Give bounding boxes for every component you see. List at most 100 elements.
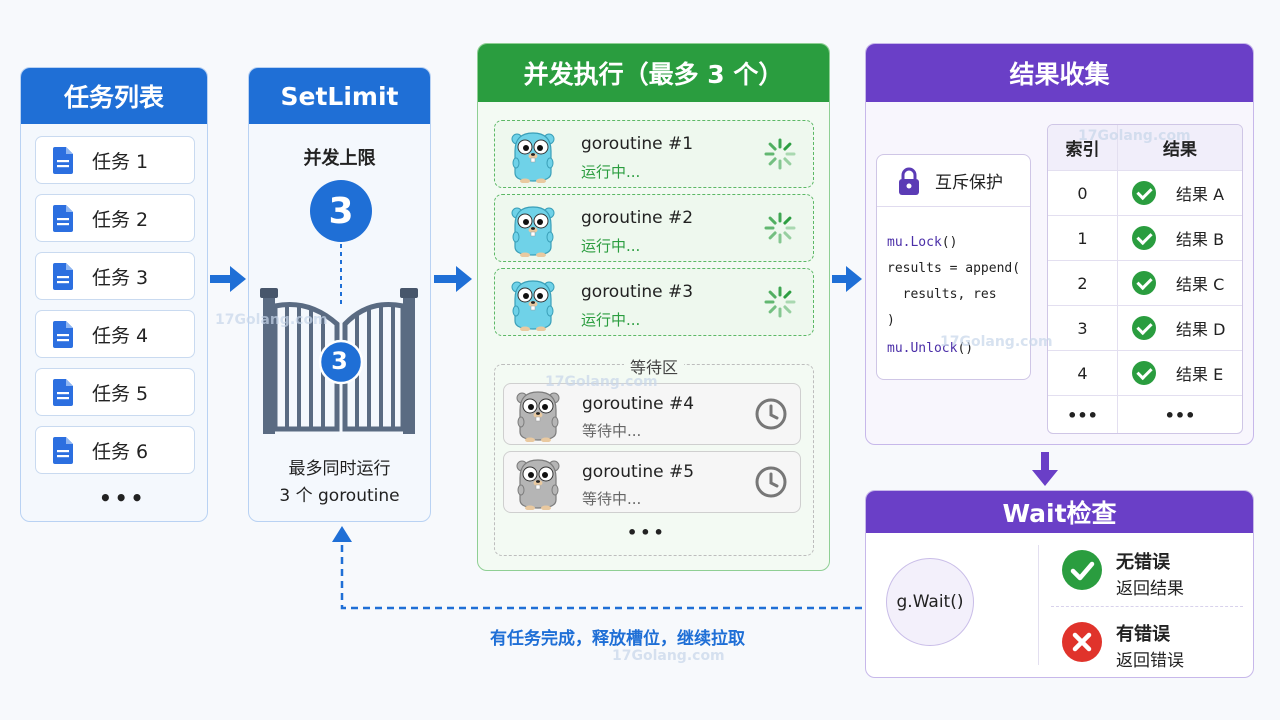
goroutine-card-waiting: goroutine #5 等待中...	[503, 451, 801, 513]
check-icon	[1132, 181, 1156, 205]
check-icon	[1132, 226, 1156, 250]
goroutine-name: goroutine #4	[582, 394, 695, 414]
arrow-tasks-to-limit	[210, 266, 246, 292]
document-icon	[52, 262, 74, 290]
code-line-2: results = append(	[887, 261, 1021, 276]
divider	[1038, 545, 1039, 665]
goroutine-name: goroutine #3	[581, 282, 694, 302]
wait-check-panel: Wait检查 g.Wait() 无错误 返回结果 有错误 返回错误	[865, 490, 1254, 678]
row-index: 4	[1048, 351, 1118, 395]
row-index: 0	[1048, 171, 1118, 215]
row-result: 结果 D	[1176, 320, 1226, 339]
watermark: 17Golang.com	[545, 374, 658, 390]
limit-badge: 3	[310, 180, 372, 242]
row-index: 1	[1048, 216, 1118, 260]
wait-zone-label: 等待区	[623, 358, 684, 377]
gate-icon	[260, 244, 418, 434]
arrow-limit-to-exec	[434, 266, 472, 292]
task-label: 任务 2	[92, 208, 149, 231]
limit-value: 3	[328, 190, 354, 232]
wait-zone: 等待区 goroutine #4 等待中... goroutine #5 等待中...…	[494, 358, 814, 556]
row-result-cell: 结果 A	[1118, 171, 1242, 215]
divider	[1051, 606, 1243, 607]
document-icon	[52, 378, 74, 406]
task-item: 任务 1	[35, 136, 195, 184]
table-row: 1 结果 B	[1048, 215, 1242, 260]
header-result: 结果	[1163, 140, 1197, 160]
gopher-icon	[516, 456, 560, 514]
watermark: 17Golang.com	[940, 334, 1053, 350]
header-index: 索引	[1048, 125, 1118, 170]
setlimit-panel: SetLimit 并发上限 3 3 最多同时运行 3 个 goroutine	[248, 67, 431, 522]
task-item: 任务 5	[35, 368, 195, 416]
check-icon	[1132, 271, 1156, 295]
spinner-icon	[763, 285, 797, 323]
ok-title: 无错误	[1116, 552, 1170, 573]
more-result: •••	[1164, 406, 1196, 425]
goroutine-status: 等待中...	[582, 422, 642, 440]
row-result-cell: 结果 B	[1118, 216, 1242, 260]
table-row: 0 结果 A	[1048, 170, 1242, 215]
results-table-more-row: ••• •••	[1048, 395, 1242, 433]
check-icon	[1132, 361, 1156, 385]
task-item: 任务 3	[35, 252, 195, 300]
gate-value: 3	[331, 347, 348, 375]
mutex-title: 互斥保护	[935, 173, 1003, 193]
clock-icon	[754, 465, 788, 503]
row-result: 结果 A	[1176, 185, 1225, 204]
wait-zone-more: •••	[627, 523, 667, 542]
clock-icon	[754, 397, 788, 435]
goroutine-card-waiting: goroutine #4 等待中...	[503, 383, 801, 445]
gopher-icon	[516, 388, 560, 446]
goroutine-card-running: goroutine #2 运行中...	[494, 194, 814, 262]
task-item: 任务 2	[35, 194, 195, 242]
goroutine-status: 运行中...	[581, 311, 641, 329]
task-label: 任务 3	[92, 266, 149, 289]
arrow-results-to-wait	[1032, 452, 1058, 486]
ok-desc: 返回结果	[1116, 579, 1184, 599]
results-table-header: 索引 结果	[1048, 125, 1242, 170]
row-index: 2	[1048, 261, 1118, 305]
code-line-5: mu.Unlock()	[887, 341, 974, 356]
feedback-arrowhead	[332, 526, 352, 542]
task-item: 任务 6	[35, 426, 195, 474]
goroutine-status: 等待中...	[582, 490, 642, 508]
document-icon	[52, 204, 74, 232]
spinner-icon	[763, 211, 797, 249]
goroutine-name: goroutine #5	[582, 462, 695, 482]
check-icon	[1132, 316, 1156, 340]
row-result-cell: 结果 E	[1118, 351, 1242, 395]
exec-title: 并发执行（最多 3 个）	[478, 44, 829, 102]
goroutine-name: goroutine #2	[581, 208, 694, 228]
task-label: 任务 6	[92, 440, 149, 463]
row-result-cell: 结果 D	[1118, 306, 1242, 350]
row-result: 结果 C	[1176, 275, 1225, 294]
wait-call: g.Wait()	[886, 558, 974, 646]
goroutine-status: 运行中...	[581, 237, 641, 255]
arrow-exec-to-results	[832, 266, 862, 292]
more-index: •••	[1048, 396, 1118, 433]
task-list-title: 任务列表	[21, 68, 207, 124]
goroutine-card-running: goroutine #3 运行中...	[494, 268, 814, 336]
document-icon	[52, 320, 74, 348]
row-result: 结果 B	[1176, 230, 1225, 249]
wait-title: Wait检查	[866, 491, 1253, 533]
results-title: 结果收集	[866, 44, 1253, 102]
feedback-label: 有任务完成，释放槽位，继续拉取	[490, 629, 745, 649]
results-panel: 结果收集 互斥保护 mu.Lock() results = append( re…	[865, 43, 1254, 445]
wait-call-label: g.Wait()	[896, 592, 964, 612]
table-row: 2 结果 C	[1048, 260, 1242, 305]
task-item: 任务 4	[35, 310, 195, 358]
watermark: 17Golang.com	[215, 312, 328, 328]
setlimit-caption-1: 最多同时运行	[288, 459, 391, 479]
watermark: 17Golang.com	[1078, 128, 1191, 144]
setlimit-caption-2: 3 个 goroutine	[279, 486, 400, 506]
mutex-box: 互斥保护 mu.Lock() results = append( results…	[876, 154, 1031, 380]
code-line-4: )	[887, 313, 895, 328]
error-x-icon	[1062, 622, 1102, 662]
